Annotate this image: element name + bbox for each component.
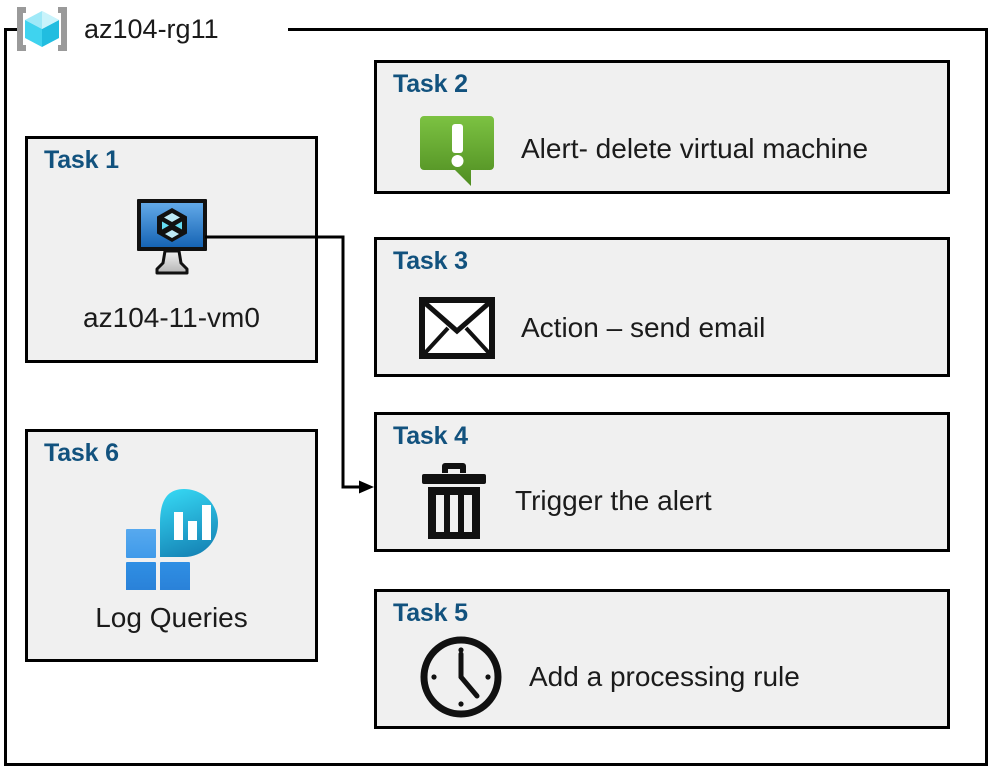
- task-3-card[interactable]: Task 3 Action – send email: [374, 237, 950, 377]
- task-2-card[interactable]: Task 2 Alert- delete virtual machine: [374, 60, 950, 194]
- task-3-heading: Task 3: [393, 247, 468, 275]
- task-1-icon-wrap: [28, 197, 315, 283]
- resource-group-container: [4, 28, 988, 766]
- task-6-heading: Task 6: [44, 439, 119, 467]
- task-6-card[interactable]: Task 6: [25, 429, 318, 662]
- task-2-row: Alert- delete virtual machine: [419, 110, 868, 188]
- resource-group-header: az104-rg11: [12, 2, 219, 56]
- task-4-label: Trigger the alert: [515, 485, 712, 516]
- task-4-heading: Task 4: [393, 422, 468, 450]
- task-6-icon-wrap: [28, 487, 315, 592]
- task-1-card[interactable]: Task 1: [25, 136, 318, 363]
- task-2-heading: Task 2: [393, 70, 468, 98]
- log-analytics-icon: [118, 485, 226, 595]
- resource-group-name: az104-rg11: [84, 13, 219, 44]
- task-5-label: Add a processing rule: [529, 661, 800, 692]
- task-5-row: Add a processing rule: [419, 634, 800, 720]
- task-6-caption: Log Queries: [95, 602, 248, 633]
- clock-icon: [419, 635, 503, 719]
- virtual-machine-icon: [127, 197, 217, 284]
- azure-resource-group-icon: [12, 3, 72, 55]
- task-5-heading: Task 5: [393, 599, 468, 627]
- alert-bubble-icon: [419, 110, 495, 188]
- task-1-caption: az104-11-vm0: [83, 302, 260, 333]
- envelope-icon: [419, 297, 495, 359]
- task-4-row: Trigger the alert: [419, 459, 712, 543]
- task-5-card[interactable]: Task 5 Add a processing rule: [374, 589, 950, 729]
- task-1-heading: Task 1: [44, 146, 119, 174]
- trash-icon: [419, 459, 489, 543]
- task-4-card[interactable]: Task 4 Trigger the alert: [374, 412, 950, 552]
- task-2-label: Alert- delete virtual machine: [521, 133, 869, 164]
- task-3-label: Action – send email: [521, 312, 766, 343]
- task-3-row: Action – send email: [419, 288, 765, 368]
